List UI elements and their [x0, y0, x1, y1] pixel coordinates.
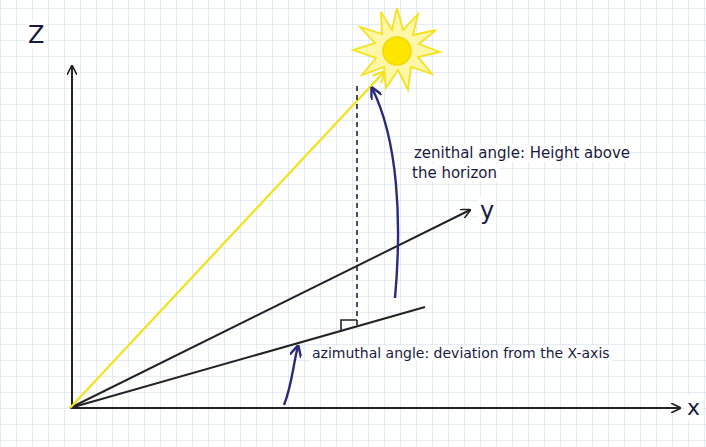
axis-label: x — [685, 394, 702, 423]
right-angle-mark — [341, 320, 357, 332]
axis-label: y — [478, 196, 496, 227]
label-text: zenithal angle: Height above the horizon — [412, 144, 630, 182]
angle-note: zenithal angle: Height above the horizon — [412, 144, 647, 183]
y-axis — [70, 210, 470, 408]
angle-note: azimuthal angle: deviation from the X-ax… — [310, 344, 612, 362]
azimuth-angle-arc — [284, 346, 298, 405]
vertical-drop-line — [356, 86, 358, 327]
zenith-angle-arc — [372, 88, 398, 298]
z-axis — [71, 66, 73, 408]
label-text: x — [685, 395, 702, 420]
label-text: y — [478, 197, 496, 225]
x-axis — [70, 407, 680, 409]
sun — [353, 8, 440, 90]
axis-label: Z — [26, 20, 46, 51]
label-text: Z — [26, 21, 46, 49]
label-text: azimuthal angle: deviation from the X-ax… — [310, 345, 612, 361]
